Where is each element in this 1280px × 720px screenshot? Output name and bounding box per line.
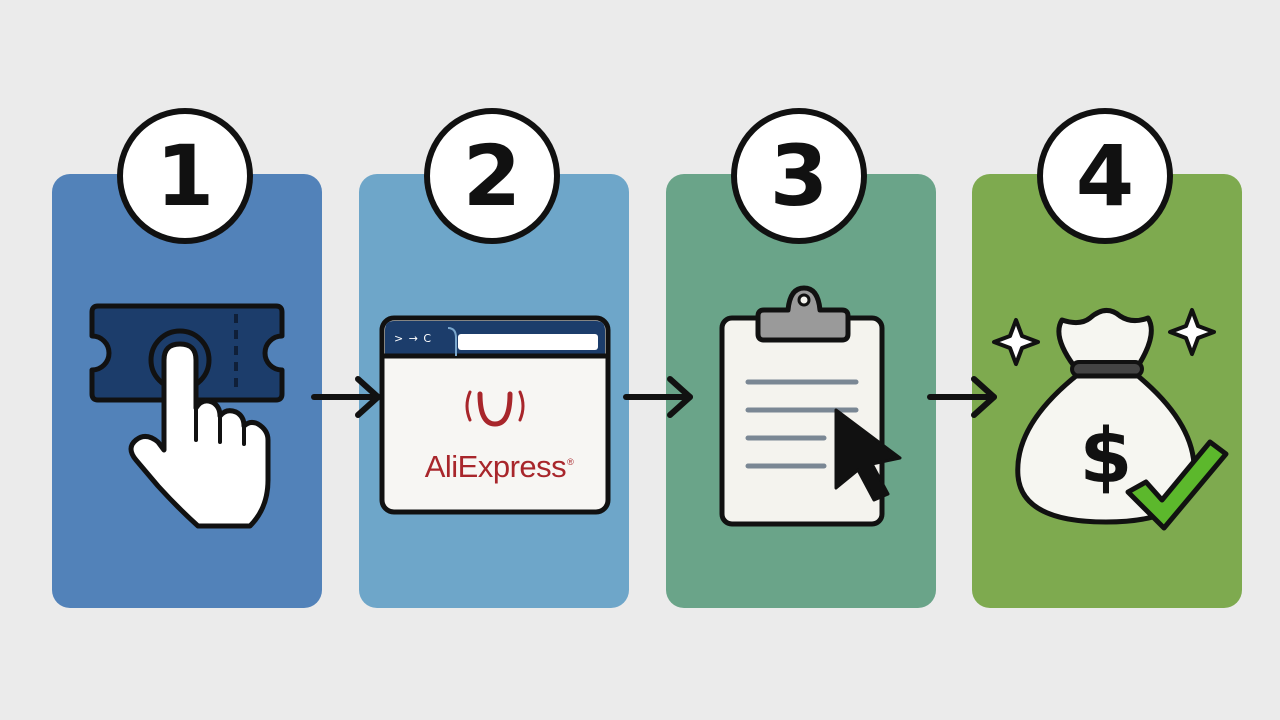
step-badge-1: 1 [117,108,253,244]
coupon-tap-icon [89,303,285,529]
arrow-right-icon [311,376,381,418]
arrow-right-icon [623,376,693,418]
browser-window-icon [379,315,611,515]
aliexpress-logo: AliExpress® [392,449,606,485]
step-badge-2: 2 [424,108,560,244]
step-badge-3: 3 [731,108,867,244]
arrow-right-icon [927,376,997,418]
clipboard-cursor-icon [719,285,902,527]
money-bag-symbol: $ [1080,411,1133,500]
browser-nav-glyphs: > → C [394,332,433,345]
step-badge-4: 4 [1037,108,1173,244]
aliexpress-logo-text: AliExpress [424,449,567,484]
registered-mark: ® [567,457,574,467]
money-bag-check-icon: $ [992,308,1229,531]
